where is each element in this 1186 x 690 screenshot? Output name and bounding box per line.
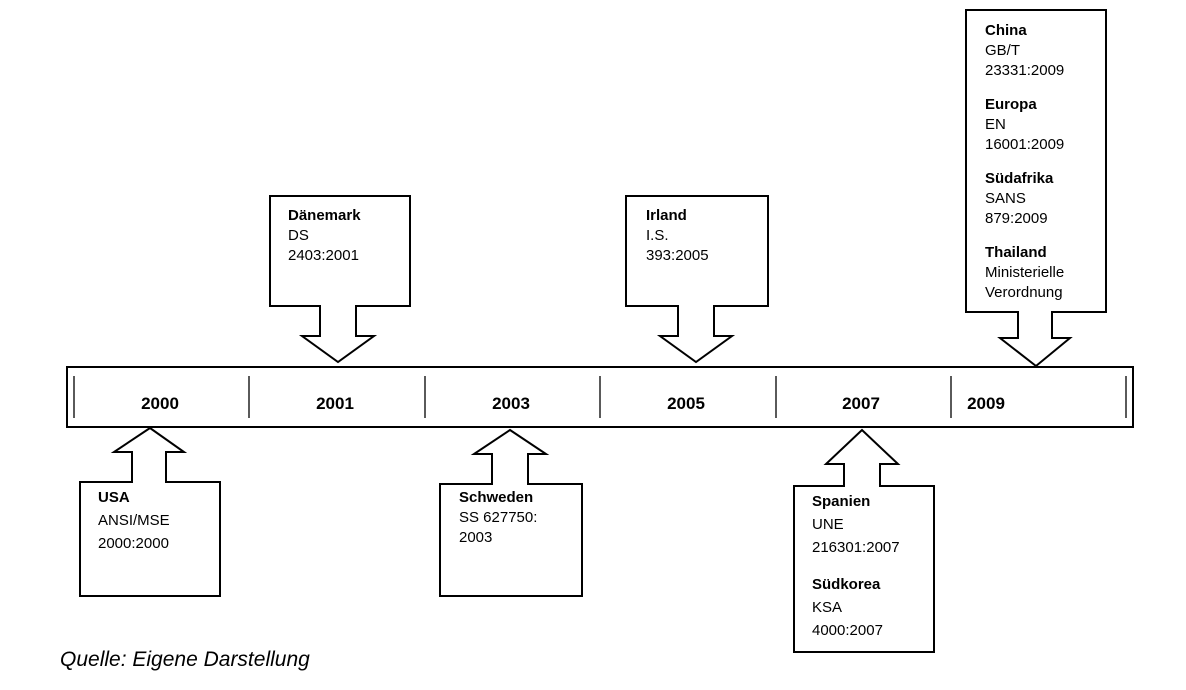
standard-line: SS 627750: [459, 509, 538, 526]
standard-entry: China GB/T 23331:2009 [985, 21, 1064, 81]
country-name: China [985, 22, 1027, 39]
year-label: 2000 [141, 394, 179, 413]
standard-line: 2000:2000 [98, 535, 169, 552]
standard-line: ANSI/MSE [98, 512, 170, 529]
standard-line: Ministerielle [985, 264, 1065, 281]
country-name: Dänemark [288, 207, 361, 224]
country-name: Südafrika [985, 170, 1054, 187]
country-name: Schweden [459, 489, 534, 506]
callout-arrow-4 [79, 426, 221, 597]
standard-line: 16001:2009 [985, 136, 1065, 153]
standard-line: 23331:2009 [985, 62, 1065, 79]
country-name: Europa [985, 96, 1037, 113]
card-2007: Spanien UNE 216301:2007 Südkorea KSA 400… [812, 490, 900, 642]
standard-entry: Südkorea KSA 4000:2007 [812, 573, 900, 642]
country-name: Thailand [985, 244, 1047, 261]
standard-line: KSA [812, 599, 843, 616]
card-schweden: Schweden SS 627750: 2003 [459, 488, 537, 548]
standard-line: GB/T [985, 42, 1021, 59]
standard-line: SANS [985, 190, 1026, 207]
year-label: 2005 [667, 394, 705, 413]
callout-arrow-2 [625, 195, 769, 364]
standard-line: DS [288, 227, 309, 244]
standard-line: 4000:2007 [812, 622, 883, 639]
year-label: 2001 [316, 394, 354, 413]
callout-arrow-6 [793, 428, 935, 653]
standard-entry: Spanien UNE 216301:2007 [812, 490, 900, 559]
card-2009: China GB/T 23331:2009 Europa EN 16001:20… [985, 21, 1064, 303]
country-name: Südkorea [812, 576, 881, 593]
country-name: Irland [646, 207, 687, 224]
source-caption: Quelle: Eigene Darstellung [60, 648, 310, 671]
standard-entry: Südafrika SANS 879:2009 [985, 169, 1064, 229]
standard-line: 2403:2001 [288, 247, 359, 264]
standard-entry: Europa EN 16001:2009 [985, 95, 1064, 155]
timeline-bar [66, 366, 1134, 428]
standard-line: 393:2005 [646, 247, 709, 264]
standard-entry: Dänemark DS 2403:2001 [288, 206, 361, 266]
standard-line: UNE [812, 516, 844, 533]
callout-arrow-1 [269, 195, 411, 364]
callout-arrow-3 [965, 9, 1107, 368]
timeline-dividers [73, 376, 1127, 418]
country-name: Spanien [812, 493, 871, 510]
year-label: 2007 [842, 394, 880, 413]
standard-entry: USA ANSI/MSE 2000:2000 [98, 486, 170, 555]
standard-entry: Schweden SS 627750: 2003 [459, 488, 537, 548]
standard-line: 2003 [459, 529, 493, 546]
standard-line: 216301:2007 [812, 539, 900, 556]
standard-line: EN [985, 116, 1006, 133]
card-daenemark: Dänemark DS 2403:2001 [288, 206, 361, 266]
standard-entry: Thailand Ministerielle Verordnung [985, 243, 1064, 303]
card-irland: Irland I.S. 393:2005 [646, 206, 709, 266]
year-label: 2009 [967, 394, 1005, 413]
standard-line: 879:2009 [985, 210, 1048, 227]
card-usa: USA ANSI/MSE 2000:2000 [98, 486, 170, 555]
standard-line: I.S. [646, 227, 669, 244]
year-label: 2003 [492, 394, 530, 413]
country-name: USA [98, 489, 130, 506]
standard-entry: Irland I.S. 393:2005 [646, 206, 709, 266]
standard-line: Verordnung [985, 284, 1063, 301]
callout-arrow-5 [439, 428, 583, 597]
